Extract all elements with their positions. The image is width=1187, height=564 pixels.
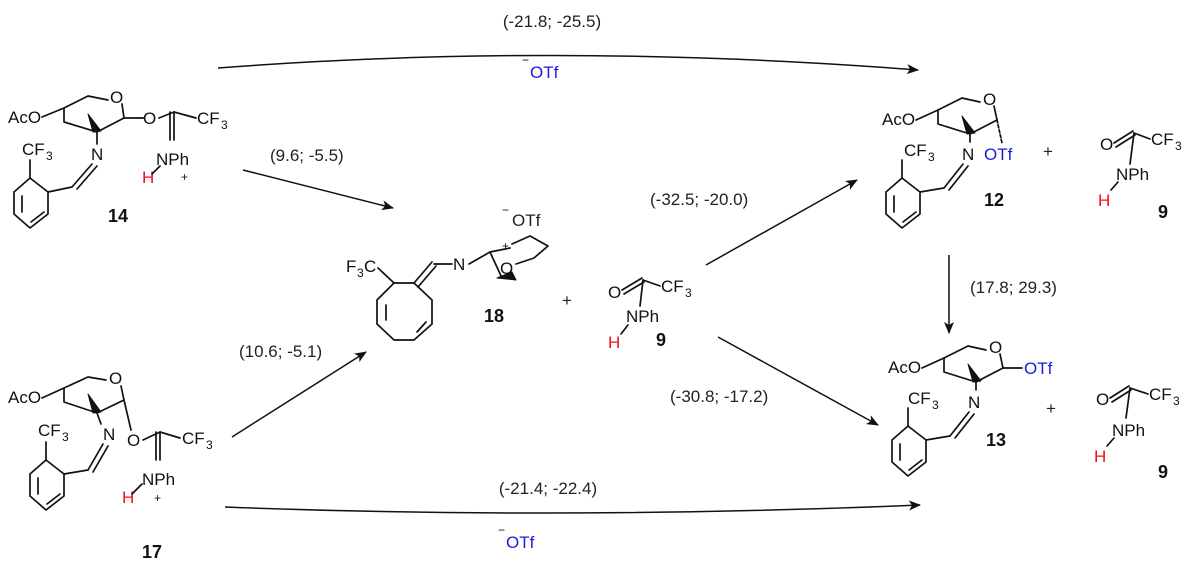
compound-9-bottom: O CF 3 NPh H 9 — [1094, 385, 1180, 482]
energy-label-12-13: (17.8; 29.3) — [970, 278, 1057, 297]
carbonyl-oxygen: O — [1096, 390, 1109, 409]
aryl-cf3: CF — [904, 141, 927, 160]
energy-label-18-12: (-32.5; -20.0) — [650, 190, 748, 209]
plus-sign: + — [1043, 142, 1053, 161]
counterion-charge: − — [502, 203, 509, 217]
triflate-label: OTf — [1024, 359, 1053, 378]
compound-18: F 3 C N O + − OTf 18 — [346, 203, 549, 341]
hydrogen-label: H — [1094, 447, 1106, 466]
cf3-c: CF — [1149, 385, 1172, 404]
f3c-sub: 3 — [357, 266, 364, 280]
counterion-charge: − — [498, 523, 505, 537]
arrow-14-to-18 — [242, 169, 394, 211]
compound-14: AcO O O CF 3 NPh + H N CF 3 14 — [8, 88, 228, 229]
arrow-17-to-13 — [224, 500, 921, 514]
compound-number-9: 9 — [656, 330, 666, 350]
aryl-cf3-sub: 3 — [928, 150, 935, 164]
counterion-bottom: − OTf — [498, 523, 535, 552]
counterion-top: − OTf — [522, 53, 559, 82]
compound-12: AcO O OTf N CF 3 12 — [882, 90, 1013, 229]
carbonyl-oxygen: O — [608, 283, 621, 302]
compound-number-13: 13 — [986, 430, 1006, 450]
compound-number-14: 14 — [108, 206, 128, 226]
arrow-18-to-12 — [705, 179, 858, 266]
ring-oxygen: O — [983, 90, 996, 109]
hydrogen-label: H — [122, 488, 134, 507]
oxonium-oxygen: O — [500, 259, 513, 278]
arrow-14-to-12 — [217, 54, 919, 75]
arrow-18-to-13 — [717, 336, 879, 426]
cf3-sub: 3 — [1175, 139, 1182, 153]
nph-label: NPh — [1112, 421, 1145, 440]
acetoxy-label: AcO — [888, 358, 921, 377]
compound-17: AcO O O CF 3 NPh + H N CF 3 17 — [8, 369, 213, 562]
compound-number-9: 9 — [1158, 202, 1168, 222]
cf3-c: CF — [182, 429, 205, 448]
counterion-otf: OTf — [512, 211, 541, 230]
arrows — [217, 54, 954, 514]
acetoxy-label: AcO — [8, 108, 41, 127]
ring-oxygen: O — [109, 369, 122, 388]
positive-charge: + — [502, 239, 509, 253]
energy-label-17-18: (10.6; -5.1) — [239, 342, 322, 361]
compound-number-18: 18 — [484, 306, 504, 326]
cf3-sub: 3 — [1173, 394, 1180, 408]
acetoxy-label: AcO — [882, 110, 915, 129]
compound-9-middle: O CF 3 NPh H 9 — [608, 277, 692, 352]
compound-number-12: 12 — [984, 190, 1004, 210]
counterion-otf: OTf — [506, 533, 535, 552]
anomeric-oxygen: O — [127, 431, 140, 450]
anomeric-oxygen: O — [143, 109, 156, 128]
compound-number-9: 9 — [1158, 462, 1168, 482]
hydrogen-label: H — [608, 333, 620, 352]
nph-label: NPh — [1116, 165, 1149, 184]
cf3-c: CF — [1151, 130, 1174, 149]
arrow-17-to-18 — [231, 351, 367, 438]
imine-nitrogen: N — [91, 145, 103, 164]
nph-label: NPh — [626, 307, 659, 326]
energy-label-14-18: (9.6; -5.5) — [270, 146, 344, 165]
aryl-cf3: CF — [22, 140, 45, 159]
hydrogen-label: H — [1098, 191, 1110, 210]
ring-oxygen: O — [110, 88, 123, 107]
aryl-cf3-sub: 3 — [46, 149, 53, 163]
cf3-sub: 3 — [221, 118, 228, 132]
imine-nitrogen: N — [962, 145, 974, 164]
nph-label: NPh — [156, 150, 189, 169]
compound-9-top: O CF 3 NPh H 9 — [1098, 130, 1182, 222]
cf3-c: CF — [661, 277, 684, 296]
energy-labels: (-21.8; -25.5) (9.6; -5.5) (10.6; -5.1) … — [239, 12, 1057, 498]
plus-sign: + — [562, 291, 572, 310]
triflate-label: OTf — [984, 145, 1013, 164]
energy-label-14-12: (-21.8; -25.5) — [503, 12, 601, 31]
cf3-sub: 3 — [206, 438, 213, 452]
f3c-f: F — [346, 257, 356, 276]
imine-nitrogen: N — [968, 393, 980, 412]
imine-nitrogen: N — [103, 425, 115, 444]
nph-label: NPh — [142, 470, 175, 489]
aryl-cf3-sub: 3 — [62, 430, 69, 444]
positive-charge: + — [154, 491, 161, 505]
counterion-otf: OTf — [530, 63, 559, 82]
plus-sign: + — [1046, 399, 1056, 418]
compound-number-17: 17 — [142, 542, 162, 562]
energy-label-17-13: (-21.4; -22.4) — [499, 479, 597, 498]
aryl-cf3-sub: 3 — [932, 398, 939, 412]
aryl-cf3: CF — [38, 421, 61, 440]
imine-nitrogen: N — [453, 255, 465, 274]
compound-13: AcO O OTf N CF 3 13 — [888, 338, 1053, 477]
energy-label-18-13: (-30.8; -17.2) — [670, 387, 768, 406]
counterion-charge: − — [522, 53, 529, 67]
carbonyl-oxygen: O — [1100, 135, 1113, 154]
ring-oxygen: O — [989, 338, 1002, 357]
positive-charge: + — [181, 170, 188, 184]
f3c-c: C — [364, 257, 376, 276]
aryl-cf3: CF — [908, 389, 931, 408]
cf3-c: CF — [197, 109, 220, 128]
cf3-sub: 3 — [685, 286, 692, 300]
acetoxy-label: AcO — [8, 388, 41, 407]
hydrogen-label: H — [142, 168, 154, 187]
